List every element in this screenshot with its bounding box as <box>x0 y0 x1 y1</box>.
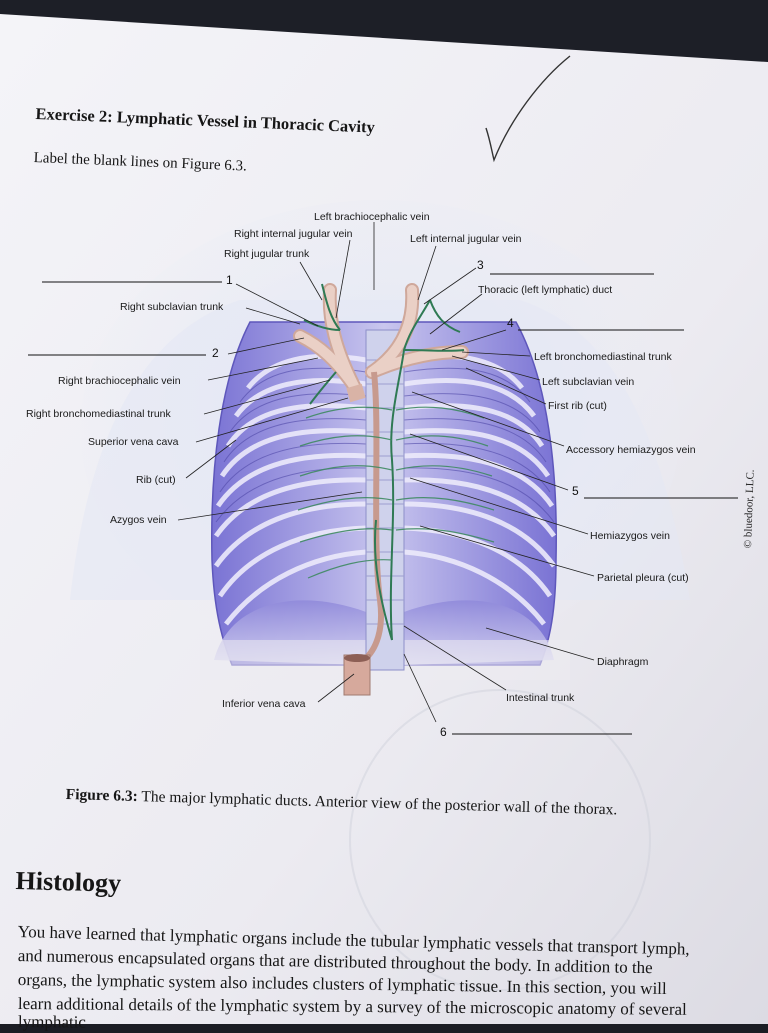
label-right-bronchomediastinal-trunk: Right bronchomediastinal trunk <box>26 408 171 420</box>
label-right-jugular-trunk: Right jugular trunk <box>224 248 310 260</box>
label-right-subclavian-trunk: Right subclavian trunk <box>120 301 224 313</box>
label-right-internal-jugular-vein: Right internal jugular vein <box>234 228 353 240</box>
label-left-internal-jugular-vein: Left internal jugular vein <box>410 233 522 245</box>
histology-heading: Histology <box>15 866 122 898</box>
label-thoracic-duct: Thoracic (left lymphatic) duct <box>478 284 613 296</box>
label-left-subclavian-vein: Left subclavian vein <box>542 376 635 388</box>
label-left-brachiocephalic-vein: Left brachiocephalic vein <box>314 211 430 223</box>
blank-number-4: 4 <box>507 316 514 330</box>
label-azygos-vein: Azygos vein <box>110 514 167 526</box>
figure-caption-label: Figure 6.3: <box>65 786 139 806</box>
histology-paragraph-line-5: lymphatic <box>17 1012 86 1032</box>
label-superior-vena-cava: Superior vena cava <box>88 436 179 448</box>
blank-number-3: 3 <box>477 258 484 272</box>
blank-number-6: 6 <box>440 725 447 739</box>
label-first-rib: First rib (cut) <box>548 400 607 412</box>
blank-number-1: 1 <box>226 273 233 287</box>
blank-number-5: 5 <box>572 484 579 498</box>
label-parietal-pleura: Parietal pleura (cut) <box>597 572 689 584</box>
label-right-brachiocephalic-vein: Right brachiocephalic vein <box>58 375 181 387</box>
label-left-bronchomediastinal-trunk: Left bronchomediastinal trunk <box>534 351 672 363</box>
label-accessory-hemiazygos-vein: Accessory hemiazygos vein <box>566 444 696 456</box>
label-intestinal-trunk: Intestinal trunk <box>506 692 575 704</box>
blank-number-2: 2 <box>212 346 219 360</box>
label-diaphragm: Diaphragm <box>597 656 649 668</box>
label-hemiazygos-vein: Hemiazygos vein <box>590 530 670 542</box>
label-inferior-vena-cava: Inferior vena cava <box>222 698 306 710</box>
label-rib-cut: Rib (cut) <box>136 474 176 486</box>
